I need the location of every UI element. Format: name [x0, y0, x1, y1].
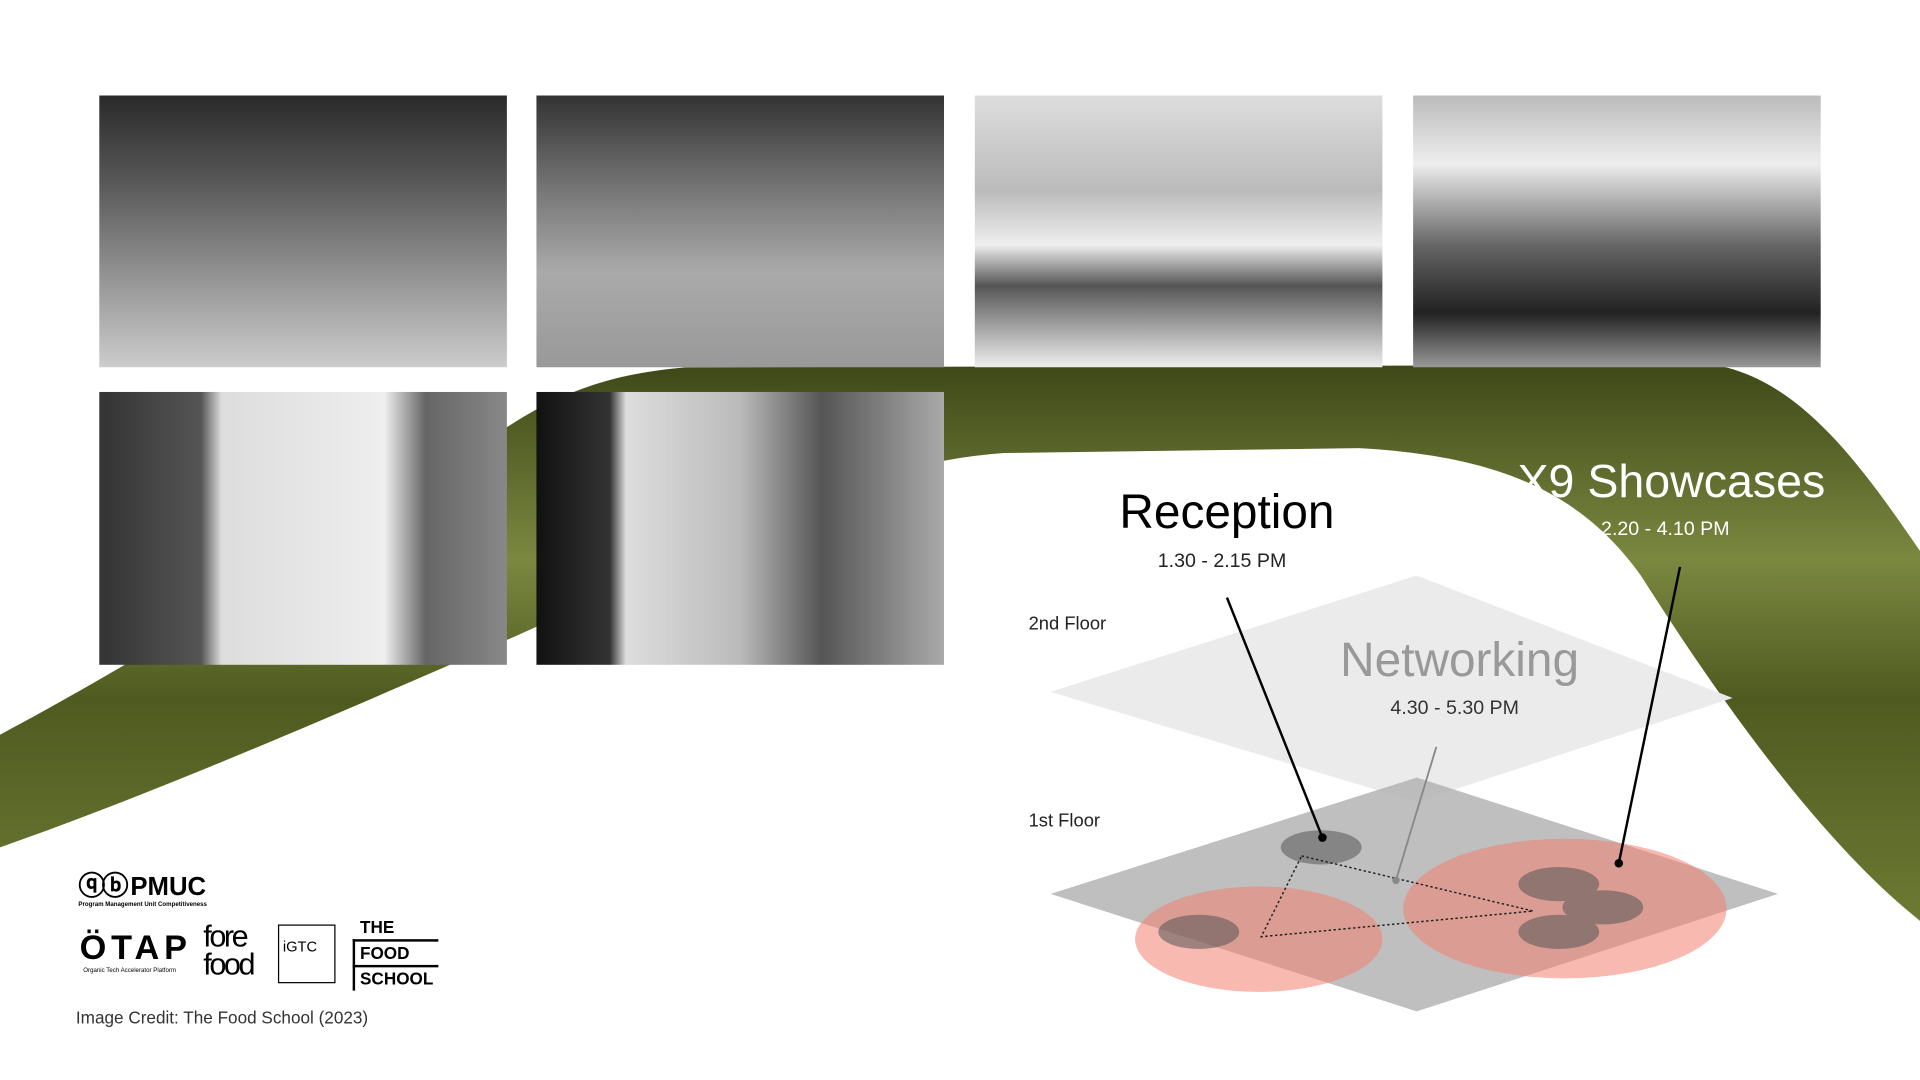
- reception-title: Reception: [1119, 486, 1335, 539]
- networking-pointer: [1395, 746, 1438, 881]
- reception-pointer: [1225, 597, 1324, 839]
- booth-spot: [1518, 866, 1600, 902]
- photo-4: [1413, 95, 1821, 368]
- igtc-logo: iGTC: [277, 924, 336, 984]
- showcase-pointer: [1617, 566, 1682, 864]
- reception-zone: [1135, 886, 1383, 992]
- food-school-logo: THE FOOD SCHOOL: [352, 916, 439, 991]
- pmuc-logo: ⓠⓑ PMUC Program Management Unit Competit…: [78, 870, 207, 909]
- photo-3: [974, 95, 1383, 368]
- booth-spot: [1158, 914, 1240, 949]
- reception-spot: [1280, 830, 1362, 865]
- showcases-title: X9 Showcases: [1517, 456, 1826, 509]
- reception-time: 1.30 - 2.15 PM: [1157, 551, 1287, 572]
- photo-2: [536, 95, 945, 368]
- second-floor-plane: [1050, 575, 1733, 803]
- otap-logo: ÖTAP Organic Tech Accelerator Platform: [79, 928, 192, 975]
- networking-time: 4.30 - 5.30 PM: [1390, 697, 1519, 719]
- image-credit: Image Credit: The Food School (2023): [75, 1007, 369, 1028]
- photo-1: [99, 95, 507, 368]
- route-triangle: [1259, 855, 1534, 938]
- booth-spot: [1518, 914, 1600, 949]
- networking-title: Networking: [1340, 634, 1580, 687]
- booth-spot: [1562, 890, 1644, 925]
- showcases-time: 2.20 - 4.10 PM: [1601, 519, 1730, 541]
- first-floor-label: 1st Floor: [1028, 810, 1101, 832]
- photo-5: [99, 391, 507, 665]
- photo-6: [536, 391, 945, 665]
- second-floor-label: 2nd Floor: [1028, 613, 1107, 635]
